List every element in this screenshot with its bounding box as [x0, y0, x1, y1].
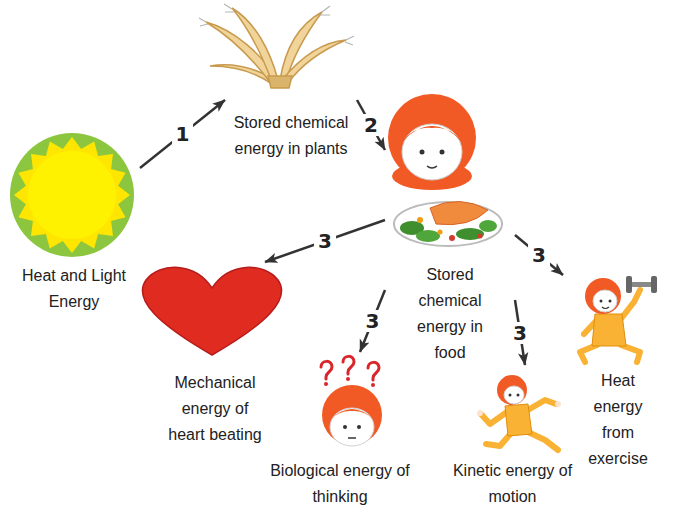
- sun-illustration: [10, 133, 134, 257]
- thinking-node: Biological energy of thinking: [265, 352, 415, 514]
- sun-illustration-part: [28, 151, 116, 239]
- thinking-girl-illustration-part: [371, 383, 375, 387]
- running-girl-illustration-part: [481, 400, 558, 450]
- wheat-illustration-part: [232, 8, 278, 82]
- exercise-girl-illustration-part: [592, 314, 626, 346]
- wheat-illustration-part: [280, 12, 322, 82]
- girl-eating-illustration-part: [438, 230, 443, 235]
- wheat-illustration-part: [268, 76, 292, 88]
- wheat-illustration-part: [199, 4, 234, 26]
- wheat-illustration: [199, 4, 354, 88]
- sun-illustration-part: [10, 133, 134, 257]
- thinking-girl-illustration-part: [368, 362, 379, 380]
- thinking-girl-illustration-part: [324, 382, 328, 386]
- step-number: 2: [360, 114, 382, 136]
- thinking-girl-illustration-part: [343, 425, 347, 429]
- girl-eating-illustration-part: [440, 150, 445, 155]
- girl-eating-illustration-part: [449, 235, 455, 241]
- heart-node: Mechanical energy of heart beating: [140, 262, 290, 452]
- thinking-girl-illustration-part: [330, 409, 374, 420]
- girl-eating-illustration-part: [420, 150, 425, 155]
- thinking-girl-illustration-part: [343, 356, 354, 374]
- energy-label: Heat energy from exercise: [587, 368, 649, 472]
- girl-eating-illustration-part: [416, 230, 440, 242]
- wheat-illustration-part: [199, 4, 354, 45]
- running-girl-illustration-part: [528, 400, 556, 410]
- girl-eating-illustration-part: [402, 124, 462, 180]
- girl-eating-illustration-part: [417, 217, 423, 223]
- energy-label: Mechanical energy of heart beating: [165, 370, 265, 448]
- motion-node: Kinetic energy of motion: [440, 365, 585, 514]
- exercise-girl-illustration-part: [609, 300, 612, 303]
- energy-label: Kinetic energy of motion: [443, 458, 583, 510]
- running-girl-illustration-part: [517, 394, 520, 397]
- energy-arrow: [357, 100, 385, 150]
- thinking-girl-illustration-part: [330, 408, 374, 446]
- thinking-girl-illustration-part: [321, 361, 332, 379]
- thinking-girl-illustration-part: [346, 377, 350, 381]
- step-number: 1: [172, 123, 194, 145]
- step-number: 3: [528, 244, 550, 266]
- running-girl-illustration-part: [528, 432, 558, 450]
- thinking-girl-illustration: [321, 356, 382, 446]
- running-girl-illustration-part: [509, 394, 512, 397]
- running-girl-illustration-part: [555, 401, 561, 407]
- sun-node: Heat and Light Energy: [8, 130, 140, 319]
- exercise-girl-illustration-part: [580, 345, 597, 362]
- step-number: 3: [314, 230, 336, 252]
- running-girl-illustration-part: [481, 412, 507, 424]
- food-node: Stored chemical energy in food: [385, 88, 515, 370]
- exercise-node: Heat energy from exercise: [563, 262, 673, 476]
- girl-eating-illustration: [388, 94, 502, 246]
- heart-illustration: [142, 267, 281, 355]
- energy-label: Stored chemical energy in food: [404, 262, 496, 366]
- wheat-illustration-part: [320, 6, 354, 45]
- sun-illustration-part: [14, 137, 130, 253]
- running-girl-illustration: [477, 375, 561, 450]
- running-girl-illustration-part: [505, 404, 532, 436]
- exercise-girl-illustration-part: [620, 290, 640, 320]
- exercise-girl-illustration-part: [621, 345, 640, 362]
- energy-arrow: [140, 100, 225, 168]
- exercise-girl-illustration-part: [600, 300, 603, 303]
- energy-arrow: [265, 220, 385, 262]
- exercise-girl-illustration-part: [626, 276, 632, 293]
- step-number: 3: [362, 310, 384, 332]
- girl-eating-illustration-part: [430, 201, 488, 224]
- thinking-girl-illustration-part: [357, 425, 361, 429]
- energy-label: Biological energy of thinking: [267, 458, 413, 510]
- exercise-girl-illustration-part: [585, 278, 621, 314]
- thinking-girl-illustration-part: [322, 385, 382, 445]
- exercise-girl-illustration-part: [602, 307, 609, 309]
- girl-eating-illustration-part: [427, 166, 437, 168]
- exercise-girl-illustration: [580, 276, 657, 362]
- running-girl-illustration-part: [504, 386, 524, 404]
- plant-node: Stored chemical energy in plants: [225, 5, 357, 166]
- step-number: 3: [509, 322, 531, 344]
- girl-eating-illustration-part: [402, 126, 462, 142]
- running-girl-illustration-part: [477, 410, 483, 416]
- energy-arrow: [515, 235, 563, 275]
- thinking-girl-illustration-part: [321, 356, 379, 380]
- thinking-girl-illustration-part: [348, 437, 356, 439]
- thinking-girl-illustration-part: [324, 377, 375, 387]
- girl-eating-illustration-part: [394, 202, 502, 246]
- energy-arrow: [360, 290, 385, 352]
- energy-label: Stored chemical energy in plants: [228, 110, 354, 162]
- girl-eating-illustration-part: [479, 220, 497, 232]
- exercise-girl-illustration-part: [651, 276, 657, 293]
- running-girl-illustration-part: [497, 375, 527, 405]
- girl-eating-illustration-part: [478, 234, 483, 239]
- energy-label: Heat and Light Energy: [11, 263, 137, 315]
- heart-illustration-part: [142, 267, 281, 355]
- girl-eating-illustration-part: [456, 228, 484, 240]
- exercise-girl-illustration-part: [593, 290, 617, 312]
